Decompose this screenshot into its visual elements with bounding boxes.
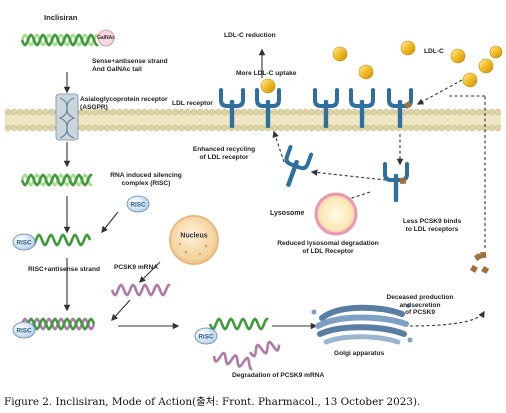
sirna-helix-2 (20, 173, 93, 187)
risc-label: RISC (198, 333, 213, 340)
figure-caption: Figure 2. Inclisiran, Mode of Action(출처:… (4, 396, 421, 408)
pcsk9-mrna-helix (110, 283, 171, 297)
asgpr-label: Asialoglycoprotein receptor (ASGPR) (80, 96, 168, 111)
risc-complexes: RISC RISC RISC RISC (12, 195, 218, 345)
lysosome-icon (314, 192, 358, 236)
pathway-arrows (63, 48, 486, 330)
receptor-icon (383, 162, 409, 202)
asgpr-channel (55, 93, 79, 141)
receptor-icon (219, 88, 245, 128)
pcsk9-mrna-label: PCSK9 mRNA (114, 264, 158, 271)
risc-label: RISC (130, 201, 145, 208)
degradation-label: Degradation of PCSK9 mRNA (232, 372, 325, 379)
sense-antisense-label: Sense+antisense strand And GalNAc tail (92, 58, 168, 73)
ldl-particle-icon (400, 40, 416, 56)
less-pcsk9-label: Less PCSK9 binds to LDL receptors (402, 218, 462, 233)
decreased-production-label: Deceased production andsecretion of PCSK… (386, 294, 454, 317)
ldl-particle-icon (450, 48, 466, 64)
ldl-particle-icon (332, 46, 348, 62)
risc-icon: RISC (194, 327, 218, 345)
ldl-particle-icon (260, 78, 276, 94)
pcsk9-icon (474, 253, 482, 261)
antisense-helix (28, 233, 92, 247)
galnac-tag (97, 29, 115, 47)
pcsk9-icon (481, 266, 490, 274)
rna-duplex-bottom (20, 317, 96, 331)
pcsk9-icon (400, 177, 406, 184)
receptor-icon (349, 88, 375, 128)
risc-label: RISC (16, 327, 31, 334)
sirna-top-helix (20, 33, 99, 47)
lysosome-label: Lysosome (270, 210, 305, 217)
enhanced-recycling-label: Enhanced recycling of LDL receptor (192, 146, 256, 161)
ldl-particle-icon (489, 45, 503, 59)
golgi-icon (311, 304, 413, 345)
ldl-particles (260, 40, 503, 94)
rna-strands (20, 33, 281, 371)
galnac-label: GalNAc (96, 35, 116, 41)
ldl-receptor-label: LDL receptor (172, 100, 213, 107)
ldl-particle-icon (462, 72, 478, 88)
cell-membrane (4, 108, 501, 132)
nucleus-icon (169, 215, 219, 265)
pcsk9-icon (480, 252, 487, 258)
receptor-icon (255, 88, 281, 128)
pcsk9-fragments (400, 101, 490, 274)
pcsk9-icon (404, 101, 412, 109)
more-uptake-label: More LDL-C uptake (236, 70, 297, 77)
receptor-icon (387, 88, 413, 128)
golgi-label: Golgi apparatus (334, 350, 385, 357)
ldl-receptors (219, 88, 413, 202)
risc-antisense-label: RISC+antisense strand (27, 266, 101, 273)
degraded-mrna-1 (212, 351, 253, 371)
receptor-icon (284, 145, 314, 187)
receptor-icon (313, 88, 339, 128)
title: Inclisiran (44, 13, 78, 22)
ldl-c-label: LDL-C (424, 48, 444, 55)
risc-icon: RISC (12, 233, 36, 251)
nucleus-label: Nucleus (180, 232, 208, 240)
risc-complex-label: RNA induced silencing complex (RISC) (110, 172, 182, 187)
reduced-degradation-label: Reduced lysosomal degradation of LDL Rec… (277, 240, 379, 255)
degraded-mrna-2 (248, 340, 281, 358)
risc-bound-helix (208, 317, 269, 331)
risc-icon: RISC (126, 195, 150, 213)
ldl-particle-icon (478, 58, 494, 74)
pcsk9-icon (470, 264, 478, 273)
ldl-c-reduction-label: LDL-C reduction (224, 32, 276, 39)
risc-label: RISC (16, 239, 31, 246)
ldl-particle-icon (358, 64, 374, 80)
risc-icon: RISC (12, 321, 36, 339)
